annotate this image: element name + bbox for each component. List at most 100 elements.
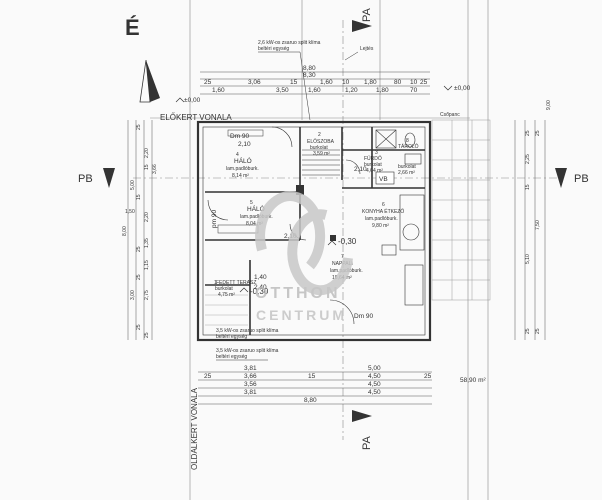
note-line: beltéri egység xyxy=(258,46,289,52)
north-arrow-icon xyxy=(146,60,160,102)
dim-label: 4,50 xyxy=(368,373,381,380)
note-csatorna: Csőpanc xyxy=(440,112,460,118)
room-bedroom1: Dm 90 2,10 4 HÁLÓ lam.padlóburk. 8,14 m² xyxy=(226,133,259,179)
dim-label: 1,50 xyxy=(125,209,135,215)
note-ac-bottom-a: 3,5 kW-os zsaruo split klíma beltéri egy… xyxy=(216,328,279,340)
pergola-grid xyxy=(431,119,491,301)
section-arrow-icon xyxy=(103,168,115,188)
north-arrow: É xyxy=(125,15,160,103)
note-ac-top: 2,6 kW-os zsaruo split klíma beltéri egy… xyxy=(258,40,321,52)
room-name: HÁLÓ xyxy=(247,204,265,213)
dim-label: 25 xyxy=(136,324,142,330)
room-finish: lam.padlóburk. xyxy=(226,166,259,172)
section-arrow-icon xyxy=(352,20,372,32)
dim-label: 3,56 xyxy=(244,381,257,388)
dim-label: 15 xyxy=(136,194,142,200)
side-boundary-label: OLDALKERT VONALA xyxy=(190,387,199,470)
note-line: 3,5 kW-os zsaruo split klíma xyxy=(216,348,279,354)
room-area: 4,75 m² xyxy=(218,292,235,298)
room-storage: 8 TÁROLÓ burkolat 2,66 m² VB xyxy=(375,138,419,185)
dim-label: 25 xyxy=(525,328,531,334)
room-name: HÁLÓ xyxy=(234,156,252,165)
dim-label: 8,00 xyxy=(122,226,128,236)
section-marker-pb-left: PB xyxy=(78,168,115,188)
dim-label: 1,35 xyxy=(144,238,150,248)
north-label: É xyxy=(125,15,140,40)
dim-label: 25 xyxy=(136,124,142,130)
boiler-label: VB xyxy=(379,176,388,183)
dim-label: 15 xyxy=(144,164,150,170)
door-height: 2,10 xyxy=(354,166,367,173)
dim-label: 25 xyxy=(420,79,428,86)
door-label: pm 90 xyxy=(211,210,218,228)
boiler-box xyxy=(375,171,395,185)
washbasin xyxy=(404,153,422,165)
dim-label: 3,50 xyxy=(276,87,289,94)
dim-label: 3,81 xyxy=(244,389,257,396)
level-mark-icon xyxy=(239,287,249,293)
dim-label: 1,80 xyxy=(364,79,377,86)
dim-label: 2,20 xyxy=(144,148,150,158)
door-swing xyxy=(329,299,355,325)
armchair xyxy=(381,244,397,256)
dim-label: 4,50 xyxy=(368,389,381,396)
dim-label: 5,10 xyxy=(525,254,531,264)
section-marker-pb-right: PB xyxy=(555,168,589,188)
note-line: 3,5 kW-os zsaruo split klíma xyxy=(216,328,279,334)
level-mark-icon xyxy=(443,85,453,91)
floor-area: 58,90 m² xyxy=(460,377,486,384)
room-finish: lam.padlóburk. xyxy=(365,216,398,222)
dim-label: 25 xyxy=(204,79,212,86)
level-terrace: -0,30 xyxy=(250,287,269,296)
dim-label: 15 xyxy=(525,184,531,190)
dim-label: 15 xyxy=(308,373,316,380)
room-number: 7 xyxy=(341,254,344,260)
toilet xyxy=(404,132,416,148)
room-area: 9,80 m² xyxy=(372,223,389,229)
level-kitchen: -0,30 xyxy=(338,237,357,246)
door-swing xyxy=(345,159,361,175)
room-hall: 2 ELŐSZOBA burkolat 3,59 m² 2,10 xyxy=(307,132,367,173)
sofa xyxy=(404,264,424,306)
dim-label: 25 xyxy=(535,328,541,334)
watermark-line2: CENTRUM xyxy=(256,307,347,323)
dim-label: 25 xyxy=(204,373,212,380)
dim-label: 70 xyxy=(410,87,418,94)
room-number: 8 xyxy=(406,138,409,144)
dim-label: 1,60 xyxy=(212,87,225,94)
north-arrow-outline xyxy=(139,59,151,103)
wall-pier xyxy=(296,185,304,195)
watermark-line1: OTTHON xyxy=(255,285,341,302)
room-name: KONYHA ÉTKEZŐ xyxy=(362,208,404,215)
stairs xyxy=(302,149,340,176)
room-finish: lam.padlóburk. xyxy=(240,214,273,220)
dim-column-left: 25 2,20 15 1,50 5,00 3,66 15 2,20 8,00 2… xyxy=(122,124,158,338)
dim-label: 4,50 xyxy=(368,381,381,388)
dim-label: 10 xyxy=(410,79,418,86)
dim-total-top: 8,80 xyxy=(303,65,316,72)
section-label: PA xyxy=(361,7,373,22)
level-zero-left: ±0,00 xyxy=(184,97,201,104)
dim-label: 5,00 xyxy=(368,365,381,372)
dim-label: 7,50 xyxy=(535,220,541,230)
dim-label: 15 xyxy=(290,79,298,86)
dim-label: 3,66 xyxy=(152,164,158,174)
dim-label: 3,66 xyxy=(244,373,257,380)
dim-label: 10 xyxy=(342,79,350,86)
level-mark-icon xyxy=(327,240,337,246)
dim-label: 1,80 xyxy=(376,87,389,94)
dim-row2-top: 1,60 3,50 1,60 1,20 1,80 70 xyxy=(212,87,418,94)
front-boundary-label: ELŐKERT VONALA xyxy=(160,113,232,122)
dim-label: 25 xyxy=(144,332,150,338)
section-marker-pa-top: PA xyxy=(352,7,373,32)
note-lejtes: Lejtés xyxy=(360,46,374,52)
watermark-logo-icon xyxy=(255,191,326,270)
dim-label: 25 xyxy=(535,130,541,136)
kitchen-counter xyxy=(399,194,425,251)
dim-label: 1,20 xyxy=(345,87,358,94)
dim-label: 25 xyxy=(136,274,142,280)
room-area: 4,64 m² xyxy=(366,168,383,174)
room-area: 2,66 m² xyxy=(398,170,415,176)
dim-label: 2,20 xyxy=(144,212,150,222)
